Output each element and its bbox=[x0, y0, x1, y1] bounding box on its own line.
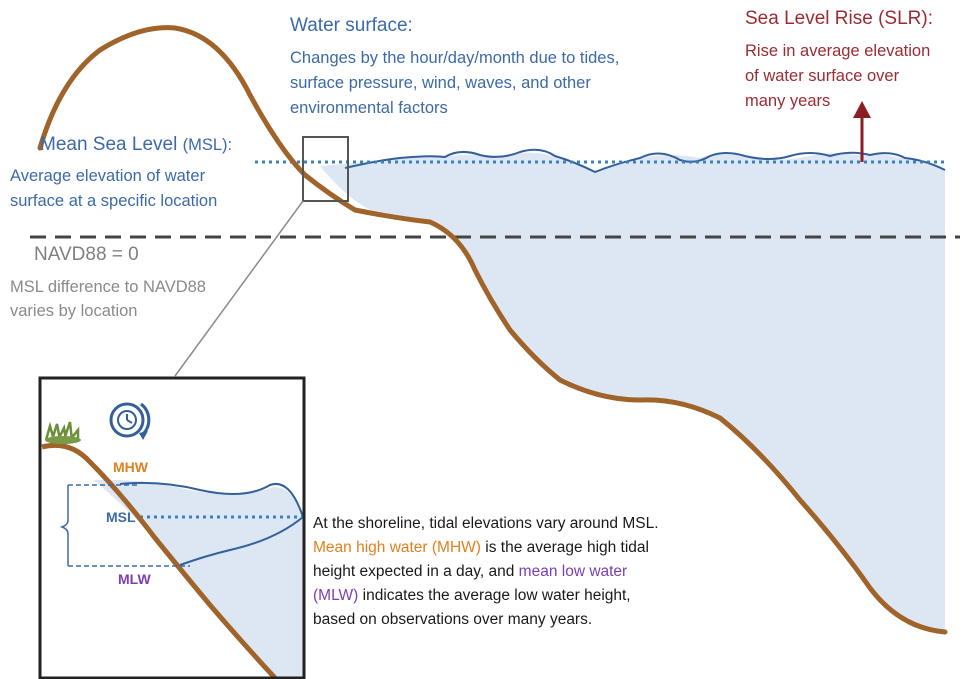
water-surface-line-1: Changes by the hour/day/month due to tid… bbox=[290, 49, 620, 67]
description-line-2-rest: is the average high tidal bbox=[480, 539, 649, 556]
description-line-4: (MLW) indicates the average low water he… bbox=[313, 584, 631, 608]
up-arrow-icon bbox=[853, 101, 871, 162]
water-surface-line-2: surface pressure, wind, waves, and other bbox=[290, 74, 591, 92]
inset-mlw-label: MLW bbox=[118, 571, 151, 587]
clock-cycle-icon bbox=[109, 402, 151, 440]
navd88-line-2: varies by location bbox=[10, 302, 138, 320]
inset-mhw-curve bbox=[119, 481, 304, 518]
description-line-1: At the shoreline, tidal elevations vary … bbox=[313, 515, 659, 532]
description-line-2: Mean high water (MHW) is the average hig… bbox=[313, 536, 649, 560]
msl-line-2: surface at a specific location bbox=[10, 192, 218, 210]
description-line-3: height expected in a day, and mean low w… bbox=[313, 560, 627, 584]
msl-line-1: Average elevation of water bbox=[10, 167, 206, 185]
inset-panel bbox=[40, 378, 304, 679]
inset-msl-label: MSL bbox=[106, 509, 136, 525]
mhw-term: Mean high water (MHW) bbox=[313, 539, 481, 556]
zoom-box bbox=[302, 136, 349, 202]
slr-line-3: many years bbox=[745, 92, 831, 110]
slr-title: Sea Level Rise (SLR): bbox=[745, 8, 933, 29]
description-line-5: based on observations over many years. bbox=[313, 611, 593, 628]
inset-mlw-curve bbox=[179, 516, 304, 566]
inset-frame bbox=[38, 376, 306, 679]
grass-icon bbox=[44, 421, 81, 444]
water-surface-line bbox=[344, 148, 946, 174]
navd88-line-1: MSL difference to NAVD88 bbox=[10, 278, 206, 296]
mlw-term-a: mean low water bbox=[518, 563, 628, 580]
description-line-4-rest: indicates the average low water height, bbox=[358, 587, 631, 604]
navd88-title: NAVD88 = 0 bbox=[34, 244, 139, 265]
inset-water bbox=[93, 479, 303, 678]
inset-land bbox=[41, 442, 277, 679]
slr-line-2: of water surface over bbox=[745, 67, 900, 85]
description-line-3-pre: height expected in a day, and bbox=[313, 563, 519, 580]
mlw-term-b: (MLW) bbox=[313, 587, 359, 604]
land-profile bbox=[37, 25, 948, 635]
msl-title-main: Mean Sea Level bbox=[40, 134, 178, 155]
tidal-range-bracket bbox=[59, 484, 190, 567]
slr-line-1: Rise in average elevation bbox=[745, 42, 931, 60]
zoom-connector-line bbox=[174, 200, 304, 377]
water-surface-title: Water surface: bbox=[290, 15, 413, 36]
msl-title: Mean Sea Level (MSL): bbox=[40, 134, 232, 156]
water-surface-line-3: environmental factors bbox=[290, 99, 448, 117]
inset-mhw-label: MHW bbox=[113, 459, 148, 475]
msl-title-abbr: (MSL): bbox=[182, 136, 233, 154]
